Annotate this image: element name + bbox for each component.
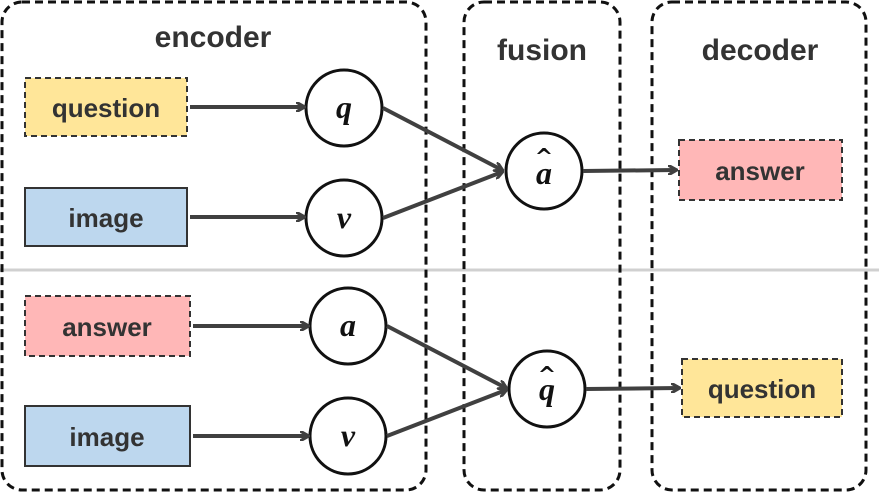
input-label-image-top: image	[68, 203, 143, 233]
node-q-hat-label: q	[539, 371, 555, 407]
input-box-question	[24, 77, 188, 137]
input-label-question: question	[52, 93, 160, 123]
output-label-answer: answer	[715, 156, 805, 186]
input-box-image-top	[24, 187, 188, 247]
input-label-image-bottom: image	[69, 422, 144, 452]
node-v-bottom	[308, 396, 388, 476]
input-label-answer: answer	[62, 312, 152, 342]
encoder-frame	[0, 0, 428, 492]
arrow-a-to-q-hat	[386, 324, 506, 388]
decoder-title: decoder	[702, 34, 819, 67]
node-v-bottom-label: v	[341, 417, 356, 453]
arrow-q-hat-to-question	[585, 388, 679, 389]
node-q-hat-accent: ^	[538, 363, 556, 388]
arrow-a-hat-to-answer	[582, 170, 676, 171]
input-box-image-bottom	[24, 405, 191, 467]
fusion-frame	[462, 0, 622, 492]
arrow-q-to-a-hat	[382, 106, 502, 170]
node-q	[304, 68, 384, 148]
arrow-v-to-q-hat	[386, 390, 506, 438]
input-box-answer	[24, 295, 191, 357]
encoder-title: encoder	[155, 21, 272, 54]
decoder-frame	[650, 0, 868, 492]
node-q-label: q	[336, 89, 352, 125]
output-box-answer	[678, 139, 843, 201]
node-a-hat-label: a	[536, 155, 552, 191]
node-a-hat-accent: ^	[535, 145, 553, 170]
node-a-hat	[504, 131, 584, 211]
output-label-question: question	[708, 374, 816, 404]
arrow-v-to-a-hat	[382, 172, 502, 220]
node-v-top-label: v	[337, 199, 352, 235]
fusion-title: fusion	[497, 34, 587, 67]
node-v-top	[304, 178, 384, 258]
node-a	[308, 286, 388, 366]
node-a-label: a	[340, 307, 356, 343]
output-box-question	[681, 358, 843, 418]
